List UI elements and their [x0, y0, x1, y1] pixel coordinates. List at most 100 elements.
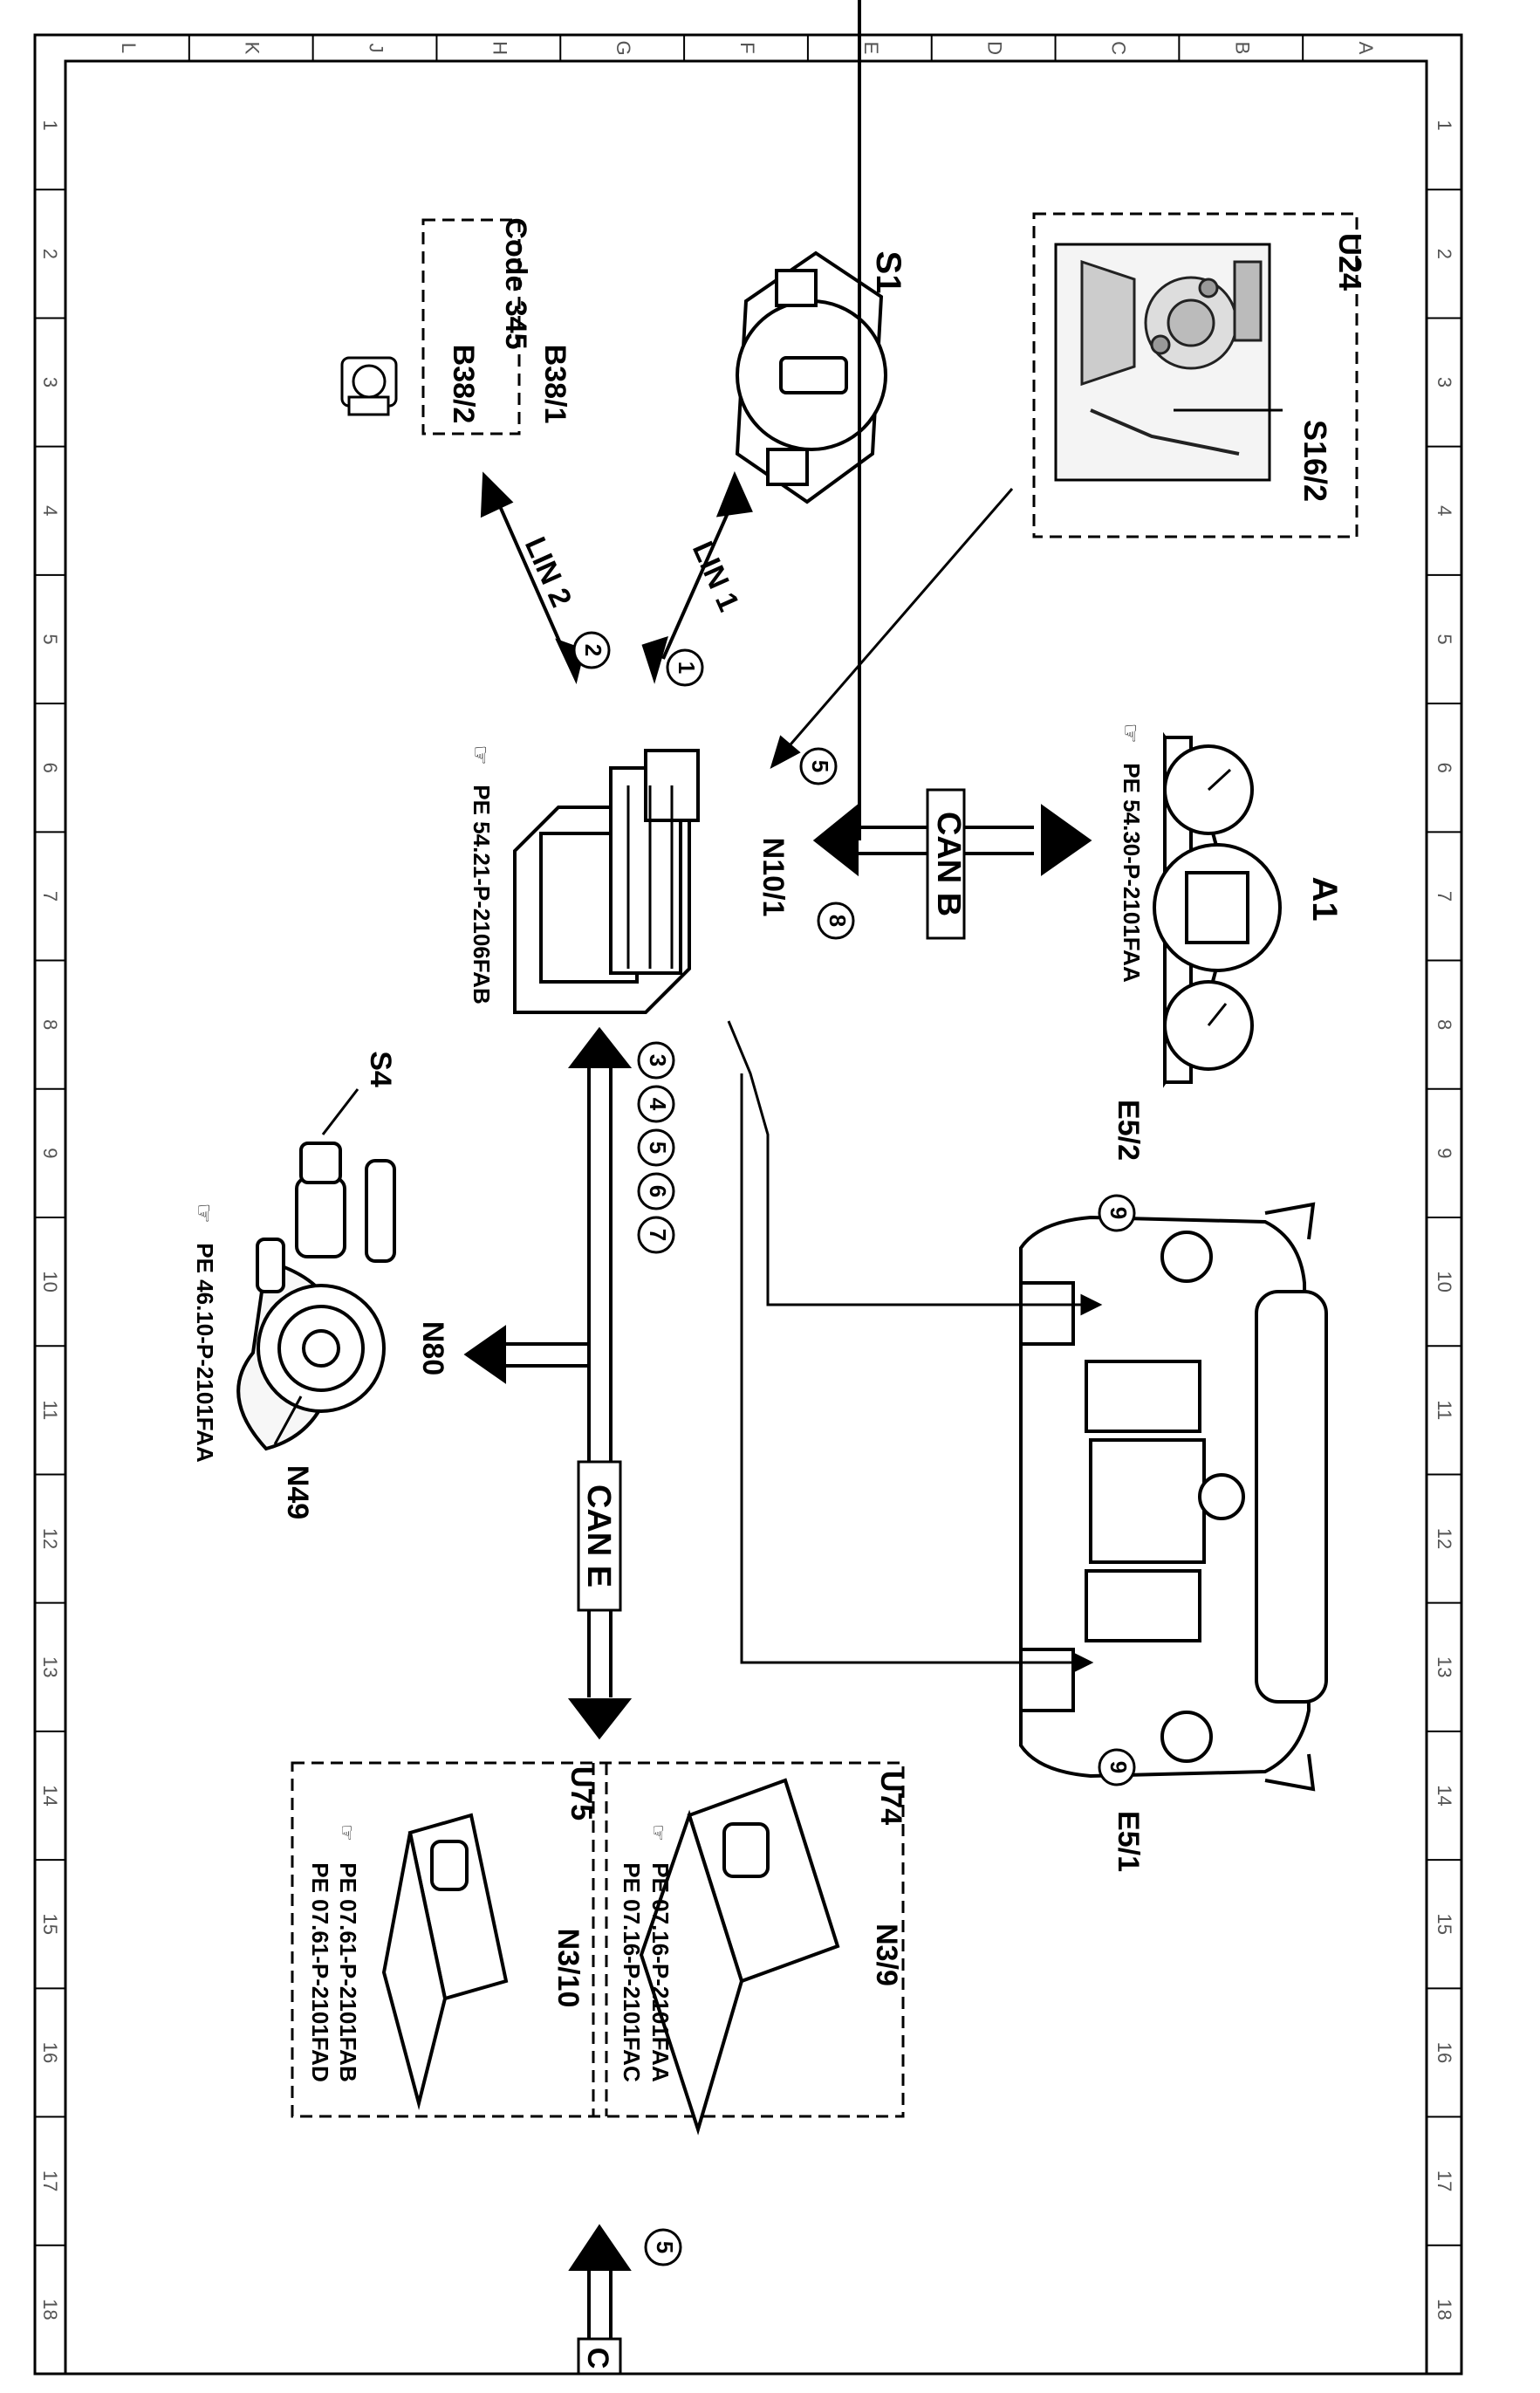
grid-row-label: 10 [39, 1271, 61, 1292]
svg-text:5: 5 [652, 2241, 678, 2253]
steering-column-photo [1080, 259, 1263, 456]
grid-row-label: 4 [1434, 505, 1455, 516]
grid-row-label: 4 [39, 505, 61, 516]
grid-row-label: 12 [1434, 1528, 1455, 1549]
s1-label: S1 [869, 251, 907, 294]
u74-reference-2: PE 07.16-P-2101FAC [619, 1862, 645, 2082]
grid-row-label: 2 [1434, 249, 1455, 259]
svg-text:6: 6 [645, 1185, 671, 1197]
grid-row-label: 9 [1434, 1148, 1455, 1158]
svg-text:2: 2 [580, 644, 606, 656]
grid-col-label: G [613, 40, 634, 55]
u24-to-n10-link [770, 488, 1014, 770]
hand-icon-n80: ☞ [191, 1203, 217, 1223]
headlamp-wiring [727, 1020, 1103, 1674]
hand-icon-u74: ☞ [647, 1824, 669, 1841]
svg-text:1: 1 [674, 662, 700, 674]
hand-icon-u75: ☞ [336, 1824, 358, 1841]
grid-row-label: 11 [1434, 1400, 1455, 1420]
svg-text:9: 9 [1105, 1761, 1132, 1773]
u75-ecu [381, 1813, 509, 2110]
grid-row-label: 12 [39, 1528, 61, 1549]
marker-4: 4 [637, 1085, 675, 1123]
n10-label: N10/1 [756, 838, 790, 917]
grid-row-label: 1 [39, 120, 61, 130]
grid-row-label: 1 [1434, 120, 1455, 130]
u24-module [1032, 212, 1359, 538]
u75-reference-2: PE 07.61-P-2101FAD [307, 1862, 333, 2081]
grid-row-label: 10 [1434, 1271, 1455, 1292]
grid-row-label: 7 [1434, 891, 1455, 902]
marker-1: 1 [666, 648, 704, 687]
b38-dashed-box [421, 218, 521, 435]
u75-reference-1: PE 07.61-P-2101FAB [335, 1862, 361, 2081]
a1-instrument-cluster [1153, 731, 1282, 1088]
n10-control-unit [513, 749, 700, 1014]
grid-row-label: 6 [39, 763, 61, 773]
grid-col-label: A [1355, 42, 1377, 55]
grid-col-label: H [489, 41, 510, 55]
u75-label: U75 [565, 1766, 598, 1820]
grid-col-label: L [118, 43, 140, 53]
marker-9-top: 9 [1098, 1194, 1136, 1232]
grid-col-label: K [242, 42, 264, 55]
canb-label: CAN B [930, 812, 967, 916]
e5-1-label: E5/1 [1112, 1811, 1145, 1872]
n49-leader [273, 1395, 303, 1445]
b38-2-label: B38/2 [447, 345, 480, 424]
s4-label: S4 [364, 1051, 397, 1087]
hand-icon-a1: ☞ [1118, 723, 1144, 743]
u74-reference-1: PE 07.16-P-2101FAA [647, 1862, 674, 2082]
grid-row-label: 5 [39, 634, 61, 644]
grid-row-label: 15 [39, 1913, 61, 1934]
grid-row-label: 11 [39, 1400, 61, 1420]
grid-col-label: C [1107, 41, 1129, 55]
grid-col-label: D [984, 41, 1006, 55]
svg-text:4: 4 [645, 1098, 671, 1111]
grid-row-label: 13 [39, 1656, 61, 1677]
grid-col-label: J [366, 44, 387, 53]
grid-row-label: 18 [1434, 2299, 1455, 2320]
canc-label: C [581, 2348, 614, 2369]
svg-text:5: 5 [645, 1142, 671, 1154]
grid-row-label: 15 [1434, 1913, 1455, 1934]
marker-2: 2 [572, 631, 611, 669]
grid-row-label: 17 [39, 2170, 61, 2191]
u74-label: U74 [874, 1771, 907, 1825]
b38-sensor-icon [340, 356, 398, 416]
grid-row-label: 5 [1434, 634, 1455, 644]
svg-text:7: 7 [645, 1229, 671, 1241]
grid-row-label: 2 [39, 249, 61, 259]
n80-steering-module [236, 1142, 396, 1451]
marker-5-bottom: 5 [644, 2228, 682, 2266]
n80-reference: PE 46.10-P-2101FAA [192, 1243, 218, 1463]
lin1-label: LIN 1 [686, 537, 746, 616]
grid-row-label: 14 [39, 1785, 61, 1806]
b38-code-label: Code 345 [499, 217, 532, 349]
marker-8: 8 [817, 902, 855, 940]
grid-row-label: 16 [39, 2042, 61, 2063]
grid-row-label: 17 [1434, 2170, 1455, 2191]
svg-text:8: 8 [825, 915, 851, 927]
grid-row-label: 6 [1434, 763, 1455, 773]
marker-5-mid: 5 [637, 1128, 675, 1167]
cane-label: CAN E [580, 1484, 617, 1587]
grid-row-label: 16 [1434, 2042, 1455, 2063]
s16-2-label: S16/2 [1297, 420, 1333, 502]
canc-link [568, 2224, 632, 2376]
grid-row-label: 18 [39, 2299, 61, 2320]
grid-row-label: 9 [39, 1148, 61, 1158]
n10-reference: PE 54.21-P-2106FAB [469, 785, 495, 1004]
hand-icon-n10: ☞ [468, 744, 494, 765]
svg-text:9: 9 [1105, 1207, 1132, 1219]
grid-row-label: 3 [39, 377, 61, 387]
e5-2-label: E5/2 [1112, 1100, 1145, 1161]
cane-trunk [463, 1026, 633, 1740]
s1-ignition-switch [735, 250, 887, 504]
marker-3: 3 [637, 1041, 675, 1080]
grid-row-label: 14 [1434, 1785, 1455, 1806]
car-front-view [1019, 1202, 1328, 1792]
grid-row-label: 8 [39, 1019, 61, 1030]
